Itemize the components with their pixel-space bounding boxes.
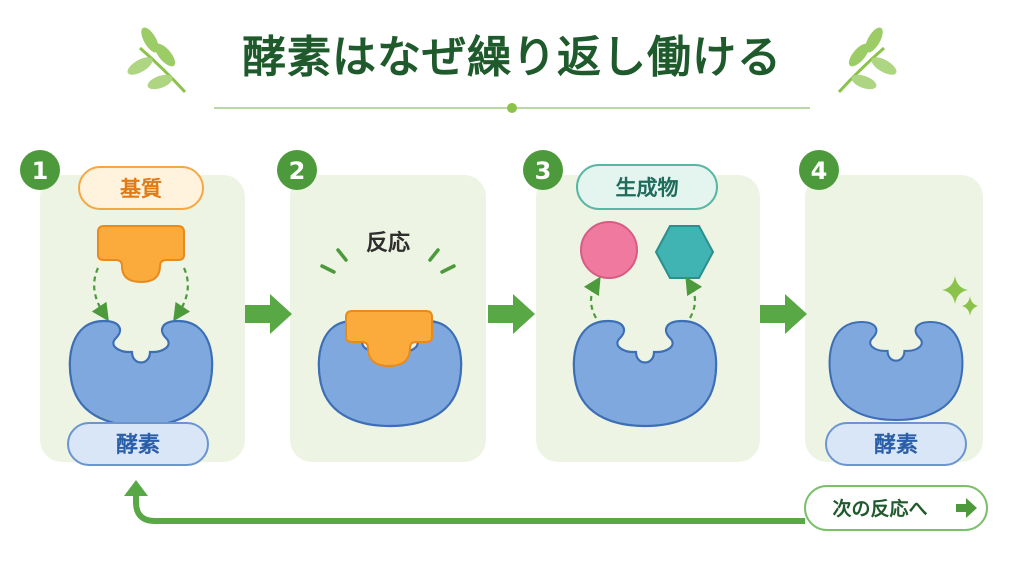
arrow-right-icon-small <box>956 498 977 518</box>
enzyme-label-1: 酵素 <box>67 422 209 466</box>
product-circle <box>580 221 638 279</box>
dashed-arrow-out-right <box>685 276 703 319</box>
arrow-right-icon-2 <box>488 294 535 334</box>
step-number: 4 <box>811 157 828 185</box>
svg-text:酵素: 酵素 <box>874 432 918 458</box>
page-title: 酵素はなぜ繰り返し働ける <box>242 32 782 83</box>
next-reaction-text: 次の反応へ <box>832 497 927 520</box>
reaction-label: 反応 <box>366 230 410 256</box>
loop-arrow-icon <box>133 494 805 524</box>
product-label: 生成物 <box>576 164 718 210</box>
next-reaction-pill: 次の反応へ <box>804 485 988 531</box>
sparkle-icon <box>942 276 978 316</box>
title-divider-dot <box>507 103 517 113</box>
step-badge-2: 2 <box>277 150 317 190</box>
leaf-icon-right <box>837 27 897 94</box>
step-number: 1 <box>32 157 49 185</box>
svg-text:酵素: 酵素 <box>116 432 160 458</box>
dashed-arrow-out-left <box>583 276 601 319</box>
dashed-arrow-in-left <box>91 267 109 322</box>
enzyme-label-4: 酵素 <box>825 422 967 466</box>
arrow-right-icon-3 <box>760 294 807 334</box>
enzyme-substrate-complex <box>345 310 433 368</box>
step-badge-1: 1 <box>20 150 60 190</box>
svg-text:基質: 基質 <box>120 177 162 201</box>
substrate-label: 基質 <box>78 166 204 210</box>
step-badge-4: 4 <box>799 150 839 190</box>
loop-arrow-head <box>124 480 148 496</box>
svg-text:生成物: 生成物 <box>616 176 679 200</box>
step-badge-3: 3 <box>523 150 563 190</box>
reaction-lines-icon <box>320 248 456 274</box>
substrate-shape <box>97 225 185 284</box>
leaf-icon-left <box>127 27 187 94</box>
arrow-right-icon-1 <box>245 294 292 334</box>
step-number: 3 <box>535 157 552 185</box>
step-number: 2 <box>289 157 306 185</box>
dashed-arrow-in-right <box>173 267 191 322</box>
